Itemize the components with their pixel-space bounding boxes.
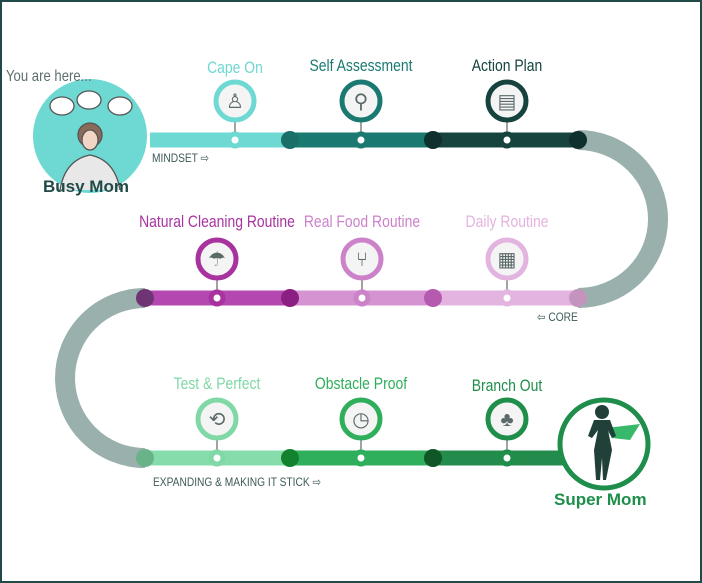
section-mindset: MINDSET ⇨ xyxy=(152,151,210,165)
cutlery-icon: ⑂ xyxy=(356,249,368,271)
superhero-icon: ♙ xyxy=(226,91,244,113)
step-icon-circle xyxy=(339,79,383,123)
clapperboard-icon: ▤ xyxy=(498,91,517,113)
step-icon-circle xyxy=(485,237,529,281)
track-curve-right xyxy=(577,130,668,308)
step-dot xyxy=(352,449,370,467)
super-mom-label: Super Mom xyxy=(554,490,647,509)
cleaning-icon: ☂ xyxy=(208,249,226,271)
you-are-here-label: You are here... xyxy=(6,68,92,85)
step-icon-circle xyxy=(339,397,383,441)
step-icon-circle xyxy=(213,79,257,123)
step-label: Obstacle Proof xyxy=(314,374,408,393)
clock-cycle-icon: ◷ xyxy=(352,409,369,431)
section-expanding: EXPANDING & MAKING IT STICK ⇨ xyxy=(153,475,322,489)
step-icon-circle xyxy=(485,397,529,441)
step-label: Cape On xyxy=(207,58,263,77)
track-curve-left xyxy=(55,288,146,468)
step-dot xyxy=(498,289,516,307)
step-dot xyxy=(353,289,371,307)
step-dot xyxy=(498,449,516,467)
step-label: Branch Out xyxy=(471,376,543,395)
step-label: Action Plan xyxy=(471,56,543,75)
step-icon-circle xyxy=(485,79,529,123)
section-core: ⇦ CORE xyxy=(537,310,578,324)
mirror-icon: ⚲ xyxy=(354,91,369,113)
super-mom-icon xyxy=(588,405,640,480)
step-dot xyxy=(226,131,244,149)
busy-mom-label: Busy Mom xyxy=(43,177,129,196)
step-icon-circle xyxy=(195,237,239,281)
cycle-icon: ⟲ xyxy=(209,409,226,431)
step-label: Test & Perfect xyxy=(173,374,261,393)
step-dot xyxy=(498,131,516,149)
step-icon-circle xyxy=(340,237,384,281)
busy-mom-illustration-icon xyxy=(49,90,133,191)
step-dot xyxy=(352,131,370,149)
step-label: Natural Cleaning Routine xyxy=(139,212,295,231)
tree-icon: ♣ xyxy=(500,409,513,431)
step-dot xyxy=(208,449,226,467)
step-label: Daily Routine xyxy=(465,212,549,231)
calendar-icon: ▦ xyxy=(498,249,517,271)
step-label: Real Food Routine xyxy=(303,212,421,231)
step-icon-circle xyxy=(195,397,239,441)
step-label: Self Assessment xyxy=(309,56,413,75)
step-dot xyxy=(208,289,226,307)
